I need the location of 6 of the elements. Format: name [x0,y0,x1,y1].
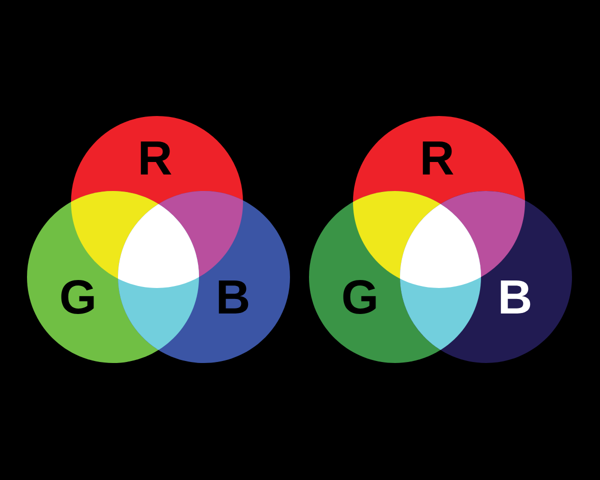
circle-letter: R [140,141,172,175]
circle-letter: R [422,141,454,175]
circle-letter: G [343,280,376,314]
circle-letter: B [500,280,530,314]
circle-letter: G [61,280,94,314]
circle-letter: B [218,280,248,314]
